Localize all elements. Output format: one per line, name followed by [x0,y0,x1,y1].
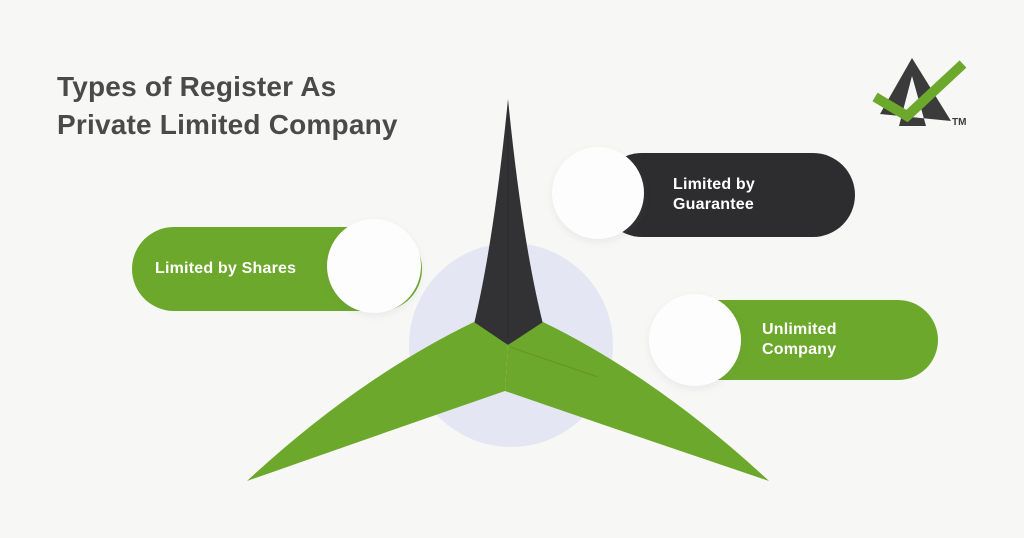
logo-trademark: TM [952,117,966,128]
propeller-blade-left-green [247,322,508,481]
node-circle-guarantee [552,147,644,239]
node-circle-shares [327,219,421,313]
pill-label-line: Guarantee [673,196,754,213]
pill-label-line: Limited by Shares [155,260,297,277]
propeller-blade-right-green [505,322,769,481]
pill-unlimited-company-label: Unlimited Company [762,300,837,380]
pill-limited-by-shares-label: Limited by Shares [155,227,296,311]
pill-label-line: Limited by [673,176,756,193]
pill-limited-by-guarantee-label: Limited by Guarantee [673,153,755,237]
pill-label-line: Company [762,341,837,358]
node-circle-unlimited [649,294,741,386]
title-line-1: Types of Register As [57,71,337,102]
brand-logo: TM [872,58,967,128]
propeller-blade-top-dark [474,99,543,345]
title-line-2: Private Limited Company [57,109,398,140]
logo-a-mark [880,58,951,126]
green-blade-seam [509,346,599,378]
page-title: Types of Register As Private Limited Com… [57,68,398,144]
pill-label-line: Unlimited [762,321,837,338]
logo-checkmark-icon [872,60,967,123]
